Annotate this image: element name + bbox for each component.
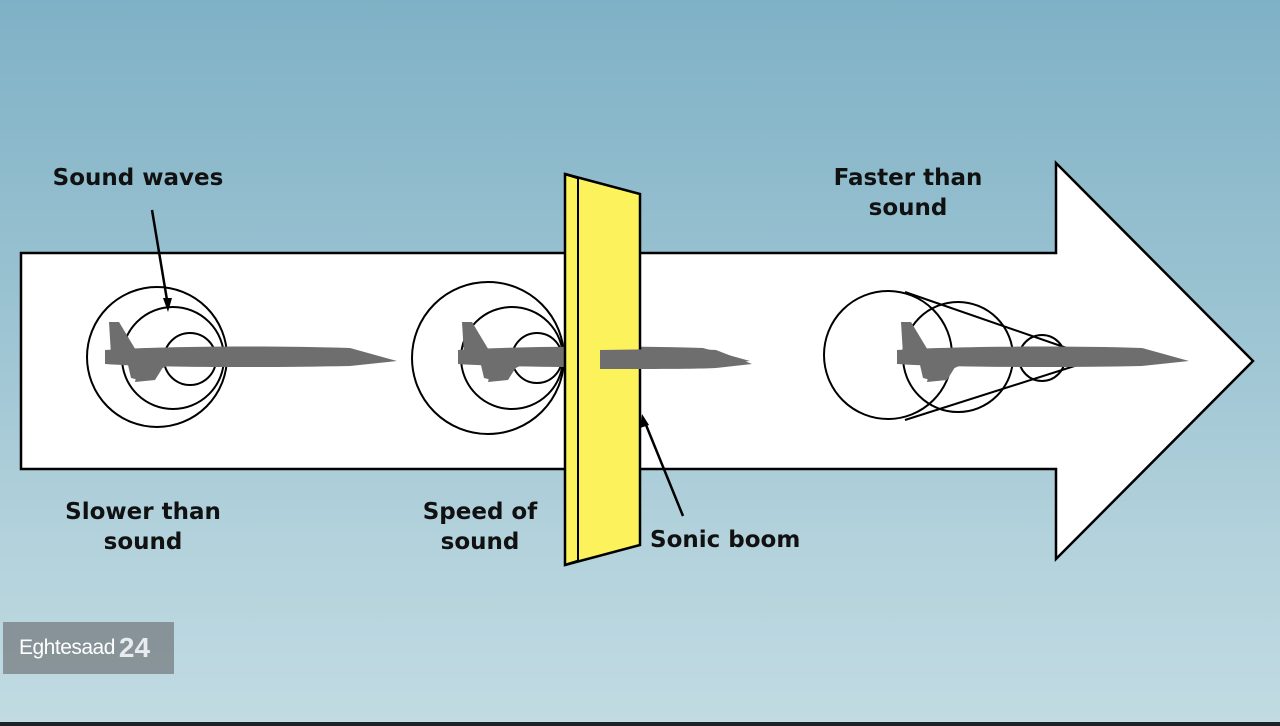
sonic-boom-label: Sonic boom xyxy=(650,525,820,555)
faster-than-sound-label: Faster than sound xyxy=(808,163,1008,223)
speed-of-sound-label: Speed of sound xyxy=(380,497,580,557)
sound-waves-pointer-head xyxy=(163,298,172,312)
shock-cone-line xyxy=(904,291,1085,355)
sound-waves-text: Sound waves xyxy=(52,165,224,191)
watermark-number: 24 xyxy=(118,632,151,663)
slower-than-sound-label: Slower than sound xyxy=(43,497,243,557)
speed-line-1: Speed of xyxy=(422,499,538,525)
faster-line-2: sound xyxy=(868,195,948,221)
stage-faster-than-sound xyxy=(823,290,1189,421)
faster-line-1: Faster than xyxy=(833,165,983,191)
sound-waves-pointer xyxy=(150,209,170,307)
slower-line-2: sound xyxy=(103,529,183,555)
bottom-border xyxy=(0,722,1280,726)
watermark-name: Eghtesaad xyxy=(19,636,115,659)
sonic-boom-text: Sonic boom xyxy=(650,527,801,553)
slower-line-1: Slower than xyxy=(65,499,221,525)
sound-waves-label: Sound waves xyxy=(38,163,238,193)
aircraft-nose xyxy=(600,349,752,369)
sonic-boom-barrier xyxy=(563,172,642,567)
sonic-boom-pointer-head xyxy=(640,414,649,428)
speed-line-2: sound xyxy=(440,529,520,555)
shock-cone-line xyxy=(904,362,1085,421)
watermark-badge: Eghtesaad 24 xyxy=(3,622,174,674)
sonic-boom-pointer xyxy=(642,419,685,517)
stage-slower-than-sound xyxy=(86,286,397,428)
